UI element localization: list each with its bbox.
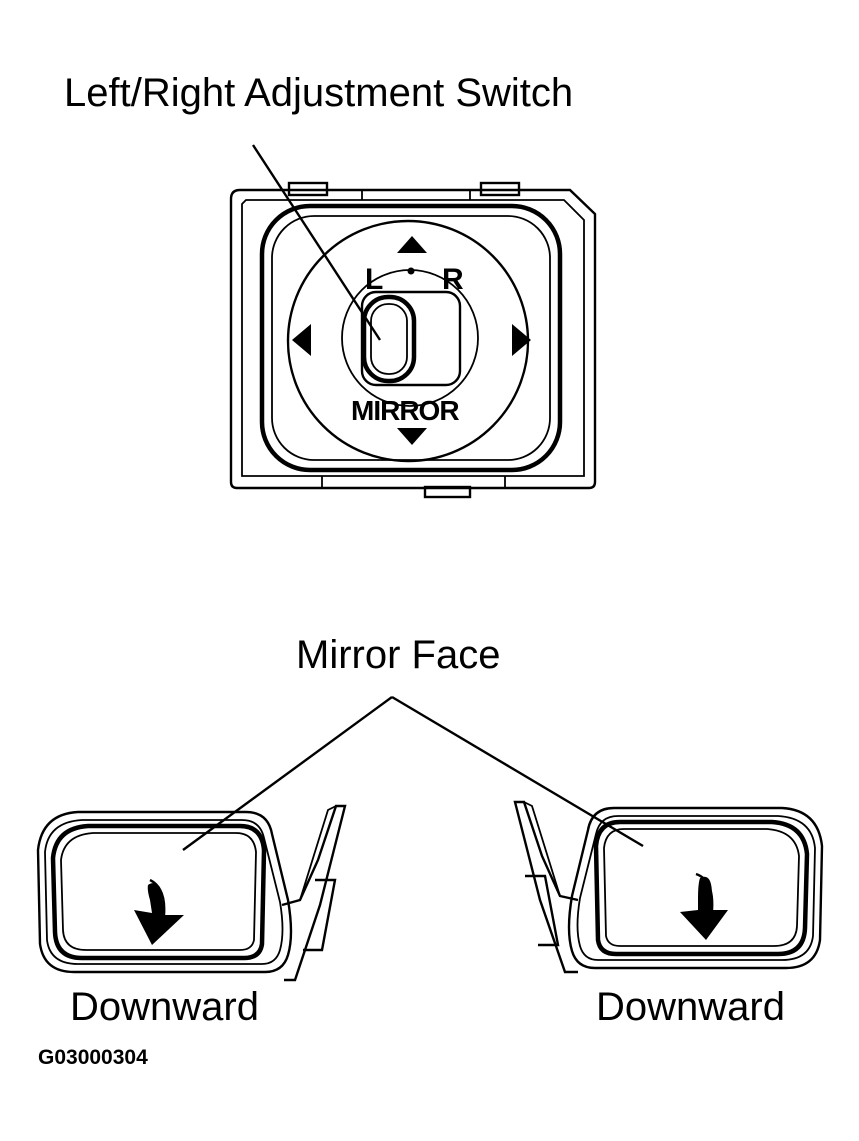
right-mirror-face (593, 819, 810, 957)
left-mirror-arm (281, 804, 347, 982)
arrow-right-icon (512, 324, 531, 356)
arrow-left-icon (292, 324, 311, 356)
mirror-switch: L R MIRROR (229, 181, 597, 499)
switch-letter-right: R (442, 263, 464, 296)
right-direction-label: Downward (596, 985, 785, 1029)
left-mirror-face (50, 823, 267, 961)
arrow-up-icon (397, 236, 427, 253)
downward-arrow-icon (134, 883, 184, 945)
left-side-mirror (36, 804, 347, 982)
arrow-down-icon (397, 428, 427, 445)
switch-letter-left: L (365, 263, 383, 296)
switch-callout-label: Left/Right Adjustment Switch (64, 71, 573, 115)
switch-housing-inner (241, 199, 585, 477)
figure-code-label: G03000304 (38, 1046, 148, 1069)
switch-mirror-label: MIRROR (351, 395, 459, 426)
left-mirror-mount (303, 878, 337, 952)
switch-bezel (259, 203, 563, 473)
right-mirror-housing (567, 806, 824, 970)
left-right-adjustment-switch-knob (361, 294, 417, 384)
switch-housing (229, 188, 597, 490)
switch-center-dot (407, 267, 415, 275)
right-mirror-mount (525, 874, 560, 947)
left-mirror-housing (36, 810, 293, 974)
mirror-face-label: Mirror Face (296, 633, 500, 677)
downward-arrow-icon (680, 876, 728, 940)
left-direction-label: Downward (70, 985, 259, 1029)
right-side-mirror (513, 800, 824, 974)
mirror-face-leader-right (391, 695, 644, 848)
switch-leader-line (251, 144, 382, 341)
